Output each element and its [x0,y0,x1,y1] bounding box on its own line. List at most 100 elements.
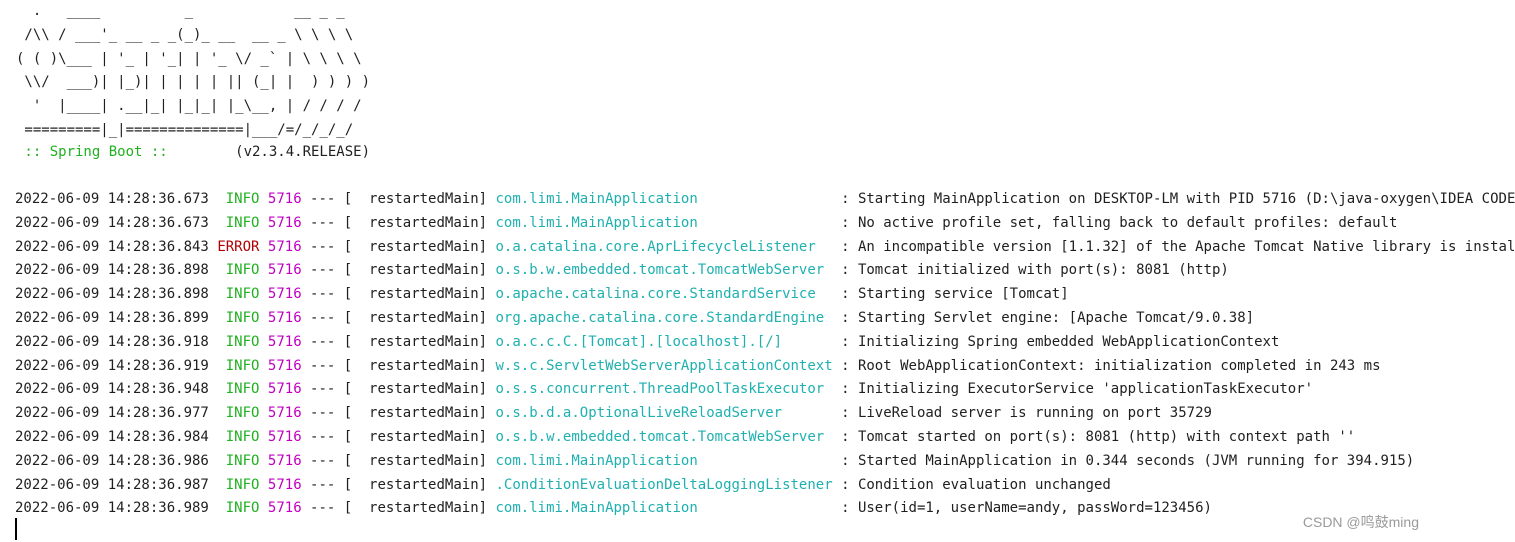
log-message: : An incompatible version [1.1.32] of th… [832,238,1515,255]
log-message: : LiveReload server is running on port 3… [832,405,1212,422]
log-timestamp: 2022-06-09 14:28:36.673 [15,191,209,207]
log-pid: 5716 [267,476,302,493]
log-level: INFO [217,357,260,374]
log-level: INFO [217,452,260,469]
log-logger: o.a.c.c.C.[Tomcat].[localhost].[/] [495,333,833,350]
log-message: : Root WebApplicationContext: initializa… [832,357,1381,374]
log-separator: --- [ [301,191,353,207]
log-separator: --- [ [301,405,353,422]
log-message: : Starting Servlet engine: [Apache Tomca… [832,309,1255,326]
log-timestamp: 2022-06-09 14:28:36.918 [15,333,209,350]
log-level: INFO [217,309,260,326]
log-thread: restartedMain] [352,333,488,350]
log-thread: restartedMain] [352,309,488,326]
log-thread: restartedMain] [352,286,488,303]
log-row: 2022-06-09 14:28:36.977 INFO 5716 --- [ … [15,402,1433,426]
log-row: 2022-06-09 14:28:36.948 INFO 5716 --- [ … [15,378,1433,402]
log-pid: 5716 [267,428,302,445]
text-cursor [15,518,17,540]
log-pid: 5716 [267,309,302,326]
log-row: 2022-06-09 14:28:36.673 INFO 5716 --- [ … [15,212,1433,236]
log-level: INFO [217,428,260,445]
log-row: 2022-06-09 14:28:36.899 INFO 5716 --- [ … [15,307,1433,331]
log-separator: --- [ [301,309,353,326]
log-message: : No active profile set, falling back to… [832,214,1398,231]
log-message: : Starting service [Tomcat] [832,286,1069,303]
log-separator: --- [ [301,262,353,279]
log-row: 2022-06-09 14:28:36.898 INFO 5716 --- [ … [15,283,1433,307]
log-level: INFO [217,214,260,231]
log-separator: --- [ [301,214,353,231]
log-message: : Tomcat initialized with port(s): 8081 … [832,262,1229,279]
log-thread: restartedMain] [352,476,488,493]
log-level: INFO [217,381,260,398]
log-separator: --- [ [301,452,353,469]
log-row: 2022-06-09 14:28:36.989 INFO 5716 --- [ … [15,497,1433,521]
watermark: CSDN @鸣鼓ming [1302,514,1419,530]
log-timestamp: 2022-06-09 14:28:36.843 [15,238,209,255]
log-separator: --- [ [301,500,353,517]
log-logger: o.s.b.w.embedded.tomcat.TomcatWebServer [495,428,833,445]
log-logger: o.s.s.concurrent.ThreadPoolTaskExecutor [495,381,833,398]
log-level: INFO [217,333,260,350]
log-level: INFO [217,405,260,422]
log-separator: --- [ [301,333,353,350]
log-message: : Starting MainApplication on DESKTOP-LM… [832,191,1515,207]
log-logger: o.a.catalina.core.AprLifecycleListener [495,238,833,255]
log-timestamp: 2022-06-09 14:28:36.984 [15,428,209,445]
log-logger: o.s.b.d.a.OptionalLiveReloadServer [495,405,833,422]
log-row: 2022-06-09 14:28:36.987 INFO 5716 --- [ … [15,474,1433,498]
log-row: 2022-06-09 14:28:36.843 ERROR 5716 --- [… [15,236,1515,260]
log-level: INFO [217,500,260,517]
log-pid: 5716 [267,452,302,469]
log-row: 2022-06-09 14:28:36.984 INFO 5716 --- [ … [15,426,1433,450]
log-row: 2022-06-09 14:28:36.673 INFO 5716 --- [ … [15,188,1515,212]
log-message: : Tomcat started on port(s): 8081 (http)… [832,428,1356,445]
log-pid: 5716 [267,286,302,303]
log-timestamp: 2022-06-09 14:28:36.673 [15,214,209,231]
log-message: : Initializing Spring embedded WebApplic… [832,333,1280,350]
log-timestamp: 2022-06-09 14:28:36.898 [15,286,209,303]
log-level: INFO [217,191,260,207]
log-pid: 5716 [267,405,302,422]
log-row: 2022-06-09 14:28:36.919 INFO 5716 --- [ … [15,355,1433,379]
log-separator: --- [ [301,286,353,303]
log-level: INFO [217,262,260,279]
log-level: INFO [217,476,260,493]
log-timestamp: 2022-06-09 14:28:36.919 [15,357,209,374]
spring-boot-version: (v2.3.4.RELEASE) [167,144,371,160]
log-pid: 5716 [267,500,302,517]
spring-ascii-banner: . ____ _ __ _ _ /\\ / ___'_ __ _ _(_)_ _… [16,3,371,138]
log-pid: 5716 [267,381,302,398]
log-logger: com.limi.MainApplication [495,214,833,231]
log-logger: w.s.c.ServletWebServerApplicationContext [495,357,833,374]
log-pid: 5716 [267,214,302,231]
log-thread: restartedMain] [352,214,488,231]
log-timestamp: 2022-06-09 14:28:36.977 [15,405,209,422]
log-message: : User(id=1, userName=andy, passWord=123… [832,500,1212,517]
log-timestamp: 2022-06-09 14:28:36.948 [15,381,209,398]
log-logger: o.s.b.w.embedded.tomcat.TomcatWebServer [495,262,833,279]
log-row: 2022-06-09 14:28:36.898 INFO 5716 --- [ … [15,259,1433,283]
log-level: INFO [217,286,260,303]
log-thread: restartedMain] [352,238,488,255]
log-separator: --- [ [301,238,353,255]
log-thread: restartedMain] [352,405,488,422]
log-separator: --- [ [301,476,353,493]
log-pid: 5716 [267,191,302,207]
log-message: : Condition evaluation unchanged [832,476,1111,493]
log-level: ERROR [217,238,260,255]
log-thread: restartedMain] [352,452,488,469]
log-pid: 5716 [267,333,302,350]
spring-boot-version-line: :: Spring Boot :: (v2.3.4.RELEASE) [16,141,370,163]
log-pid: 5716 [267,262,302,279]
log-separator: --- [ [301,357,353,374]
log-pid: 5716 [267,357,302,374]
log-timestamp: 2022-06-09 14:28:36.898 [15,262,209,279]
log-lines: 2022-06-09 14:28:36.673 INFO 5716 --- [ … [15,188,1515,521]
log-timestamp: 2022-06-09 14:28:36.899 [15,309,209,326]
log-separator: --- [ [301,428,353,445]
log-separator: --- [ [301,381,353,398]
log-logger: com.limi.MainApplication [495,500,833,517]
